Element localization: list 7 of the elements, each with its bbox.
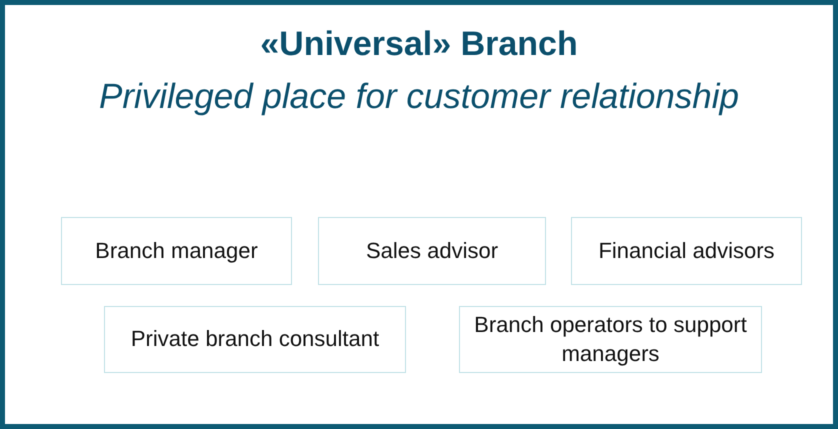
branch-subtitle: Privileged place for customer relationship <box>98 77 740 117</box>
role-box: Private branch consultant <box>104 306 406 373</box>
role-box: Branch operators to support managers <box>459 306 762 373</box>
role-box: Branch manager <box>61 217 292 285</box>
branch-title: «Universal» Branch <box>259 25 579 64</box>
role-box: Financial advisors <box>571 217 802 285</box>
role-box: Sales advisor <box>318 217 546 285</box>
